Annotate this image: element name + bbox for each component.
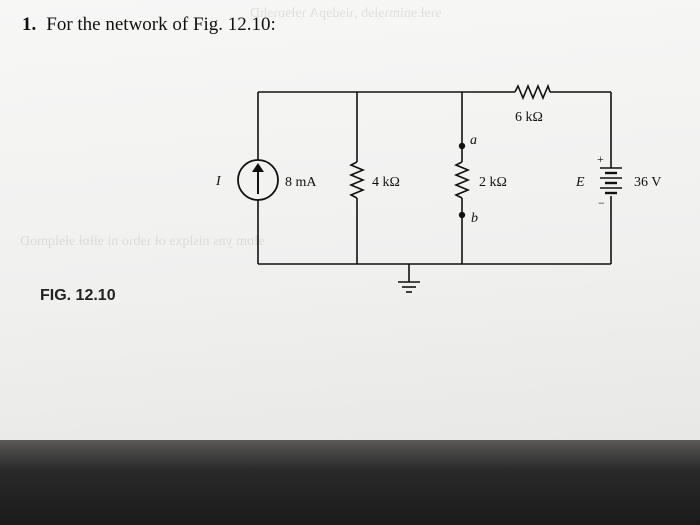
current-arrow-up-icon xyxy=(252,163,264,172)
resistor-2k xyxy=(453,161,471,199)
battery-symbol: E xyxy=(575,175,585,190)
current-source-symbol: I xyxy=(215,174,222,189)
current-source xyxy=(237,159,279,201)
problem-statement: 1. For the network of Fig. 12.10: xyxy=(22,14,276,36)
battery-plus-sign: + xyxy=(597,152,604,166)
resistor-2k-label: 2 kΩ xyxy=(479,175,507,190)
circuit-diagram: I 8 mA 4 kΩ 2 kΩ 6 kΩ a b E + − 36 V xyxy=(215,83,661,293)
resistor-4k xyxy=(348,161,366,199)
problem-text: For the network of Fig. 12.10: xyxy=(46,14,276,35)
node-b-label: b xyxy=(471,211,478,226)
node-a-label: a xyxy=(470,133,477,148)
resistor-6k xyxy=(514,83,551,101)
battery xyxy=(600,167,622,195)
resistor-4k-label: 4 kΩ xyxy=(372,175,400,190)
figure-caption: FIG. 12.10 xyxy=(40,287,116,304)
problem-number: 1. xyxy=(22,14,37,35)
current-source-value: 8 mA xyxy=(285,175,317,190)
circuit-wires xyxy=(257,91,612,282)
textbook-page: ɘɿɘƚ.ɘnimɿɘƚɘb ,ɿiɘdɘpA ɿɘƚɘɒɿɘhD ɘƚɒm y… xyxy=(0,0,700,440)
ground-icon xyxy=(398,281,420,293)
node-b-dot xyxy=(458,211,466,219)
node-a-dot xyxy=(458,142,466,150)
dark-background xyxy=(0,440,700,525)
resistor-6k-label: 6 kΩ xyxy=(515,110,543,125)
battery-value: 36 V xyxy=(634,175,661,190)
battery-minus-sign: − xyxy=(598,196,605,210)
